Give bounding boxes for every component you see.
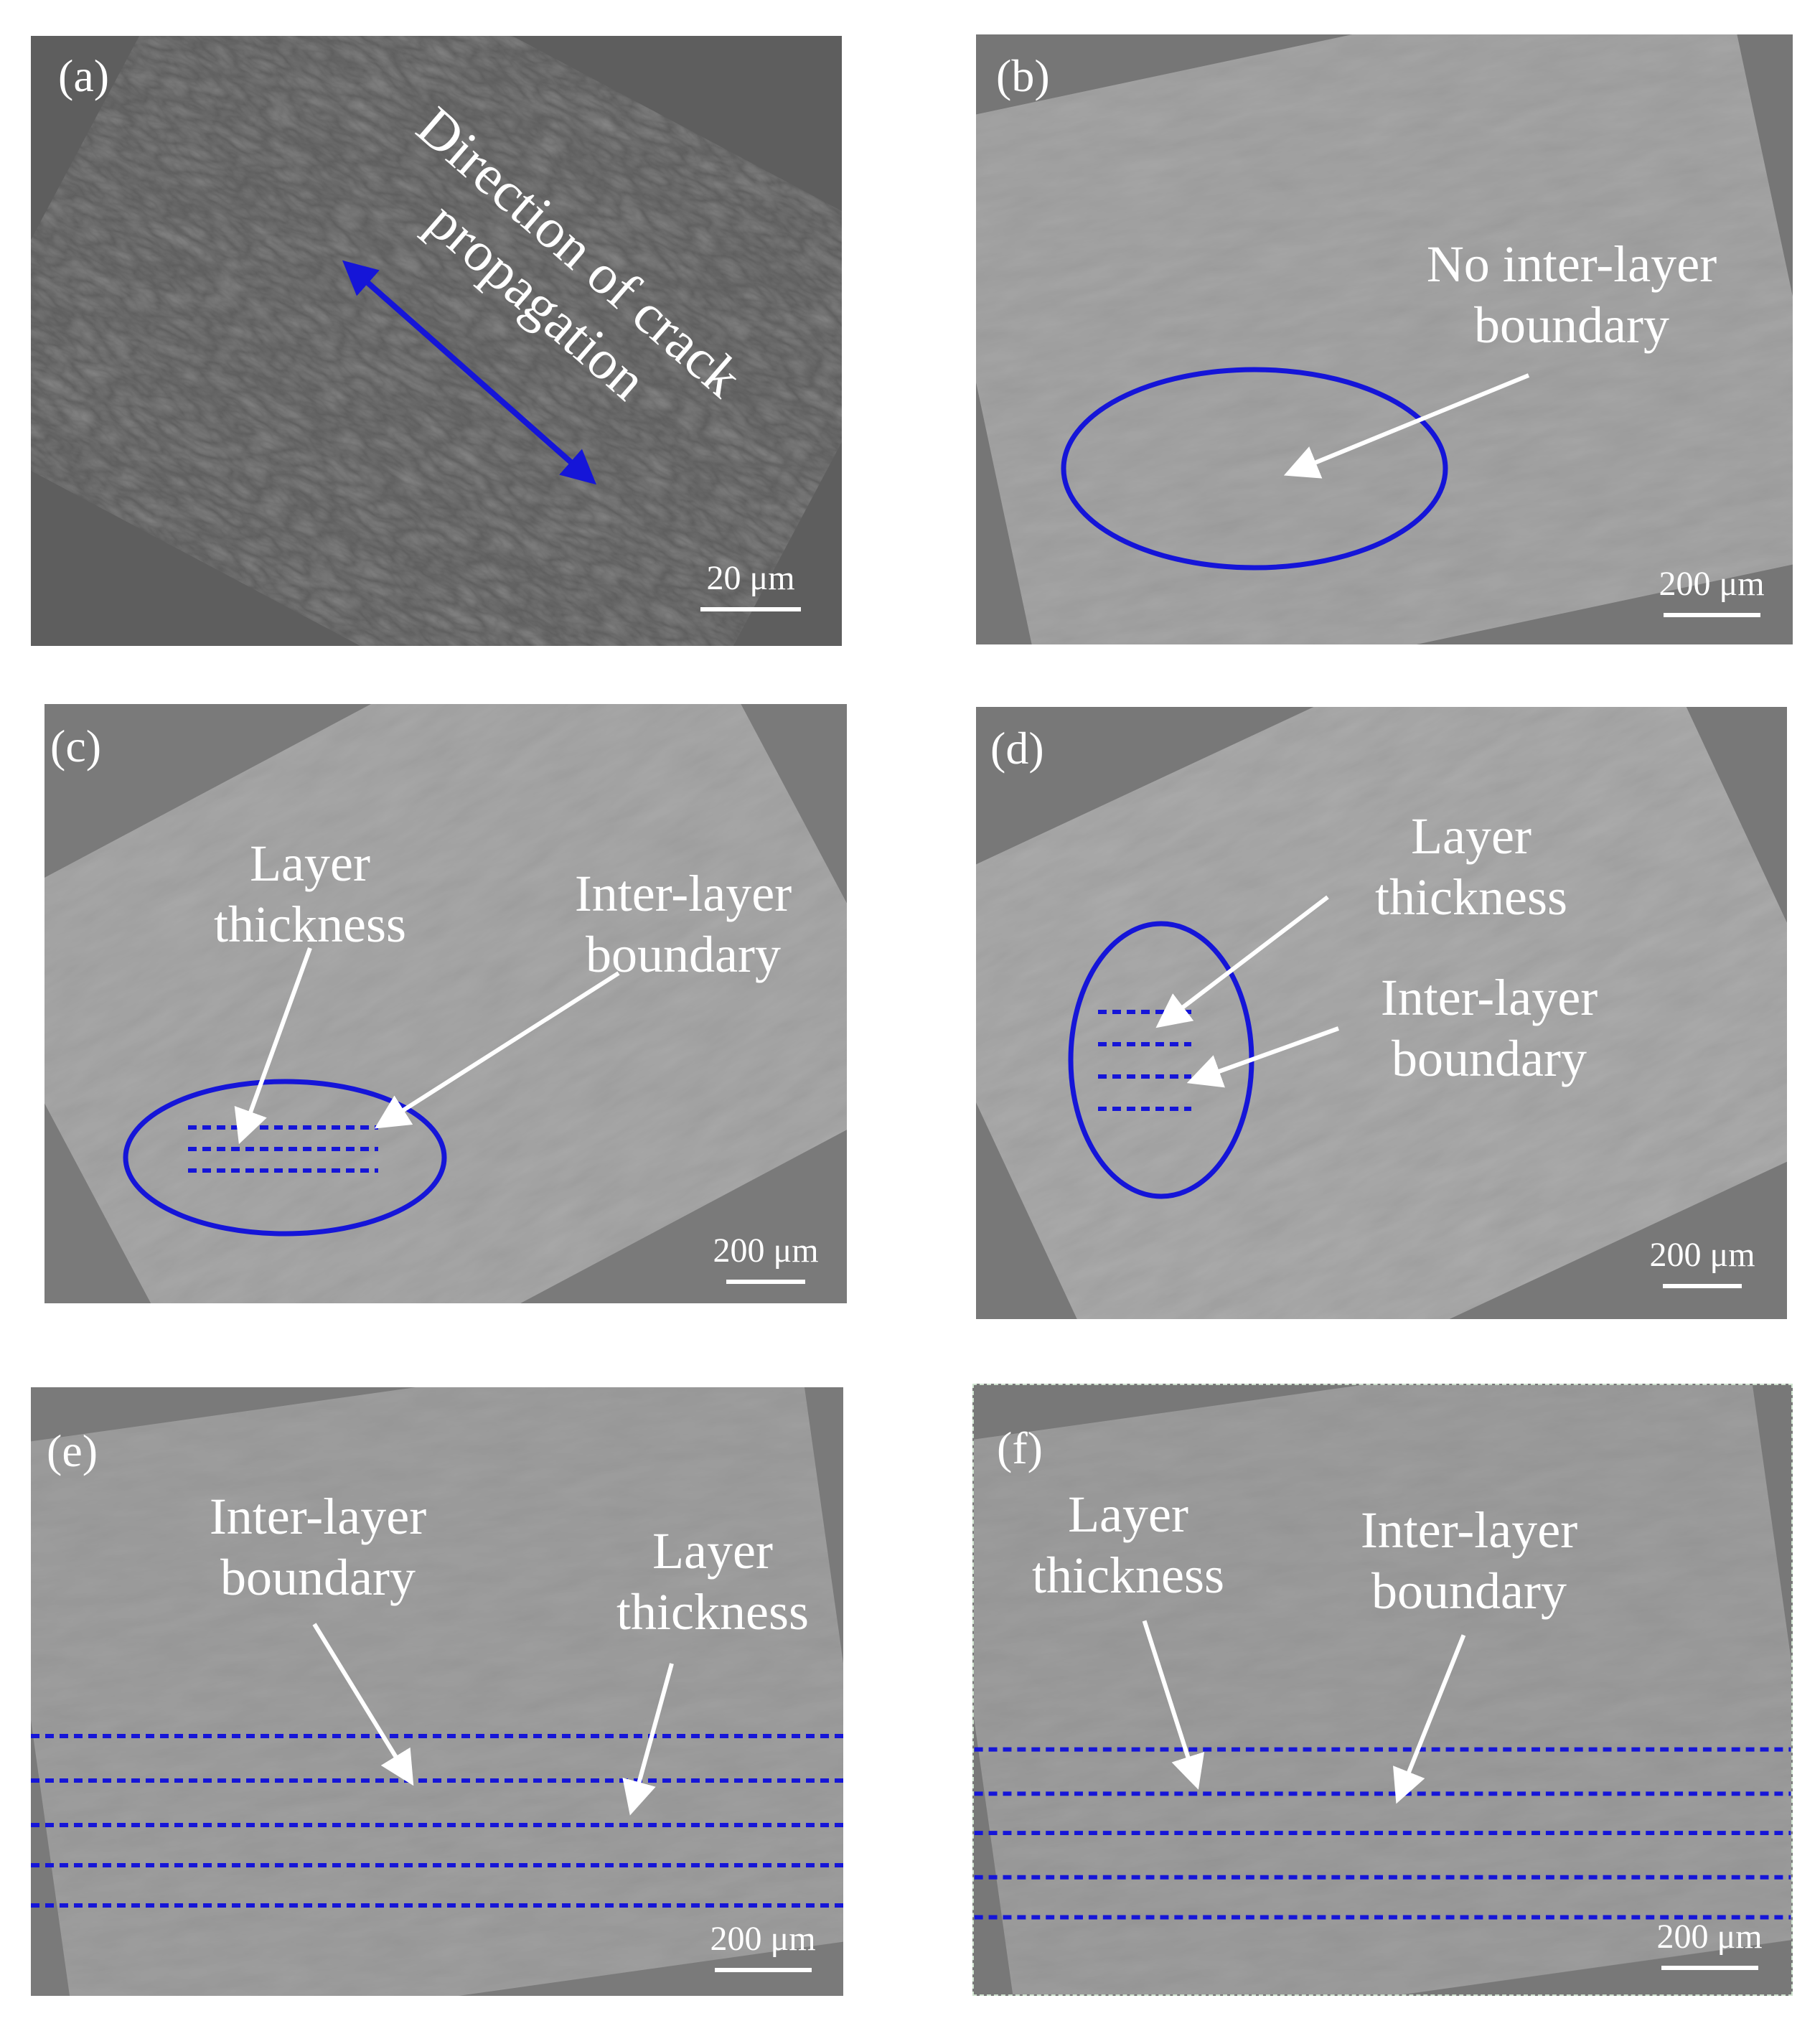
layer-thickness-annotation: Layer thickness — [174, 833, 446, 955]
annotation-line: Layer — [1411, 807, 1531, 865]
boundary-annotation: Inter-layer boundary — [1304, 1500, 1634, 1622]
annotation-line: boundary — [220, 1548, 416, 1606]
panel-label: (a) — [58, 50, 110, 101]
sem-image-f — [974, 1385, 1791, 1994]
annotation-line: thickness — [616, 1582, 809, 1641]
annotation-line: Layer — [652, 1522, 773, 1580]
panel-a: (a) Direction of crack propagation 20 μm — [31, 36, 842, 646]
boundary-arrow — [312, 1623, 414, 1786]
boundary-annotation: Inter-layer boundary — [1338, 967, 1640, 1089]
crack-direction-arrow — [342, 260, 596, 485]
scale-bar-line — [1661, 1966, 1758, 1970]
annotation-line: Inter-layer — [209, 1488, 427, 1545]
annotation-line: boundary — [586, 925, 781, 983]
no-boundary-annotation: No inter-layer boundary — [1371, 234, 1773, 356]
annotation-line: Layer — [1068, 1486, 1188, 1543]
scale-bar-label: 200 μm — [713, 1232, 819, 1270]
sem-image-d — [976, 707, 1787, 1319]
panel-c: (c) Layer thickness Inter-layer boundary… — [44, 704, 847, 1303]
scale-bar-line — [726, 1280, 805, 1284]
annotation-line: Inter-layer — [574, 865, 792, 922]
boundary-arrow — [374, 971, 620, 1129]
panel-label: (f) — [997, 1422, 1043, 1473]
scale-bar: 200 μm — [1640, 567, 1783, 617]
layer-lines — [1098, 1010, 1191, 1111]
annotation-line: Layer — [250, 835, 370, 892]
sem-image-b — [976, 34, 1793, 644]
panel-d: (d) Layer thickness Inter-layer boundary… — [976, 707, 1787, 1319]
annotation-line: Inter-layer — [1380, 969, 1598, 1026]
scale-bar: 20 μm — [690, 561, 812, 611]
annotation-line: thickness — [1375, 868, 1567, 926]
scale-bar: 200 μm — [1631, 1238, 1774, 1288]
layer-thickness-annotation: Layer thickness — [1335, 806, 1608, 928]
scale-bar: 200 μm — [694, 1234, 838, 1284]
layer-lines — [974, 1747, 1791, 1920]
layer-thickness-annotation: Layer thickness — [992, 1484, 1265, 1606]
panel-label: (d) — [990, 723, 1044, 774]
layer-thickness-arrow — [234, 947, 312, 1145]
scale-bar-label: 20 μm — [706, 559, 795, 597]
layer-thickness-arrow — [1155, 895, 1329, 1028]
highlight-ellipse — [1061, 367, 1448, 571]
panel-label: (b) — [996, 50, 1050, 101]
annotation-line: Inter-layer — [1360, 1501, 1578, 1559]
annotation-line: boundary — [1392, 1029, 1587, 1087]
annotation-line: No inter-layer — [1426, 235, 1717, 293]
panel-label: (e) — [47, 1425, 98, 1476]
sem-image-c — [44, 704, 847, 1303]
pointer-arrow — [1283, 373, 1530, 479]
highlight-ellipse — [123, 1079, 447, 1237]
scale-bar-line — [700, 607, 801, 611]
annotation-line: boundary — [1371, 1562, 1567, 1620]
sem-image-e — [31, 1387, 843, 1996]
scale-bar-line — [714, 1968, 812, 1972]
highlight-ellipse — [1068, 921, 1254, 1199]
boundary-annotation: Inter-layer boundary — [518, 863, 847, 985]
scale-bar-label: 200 μm — [1656, 1918, 1763, 1956]
scale-bar-label: 200 μm — [1649, 1236, 1755, 1274]
layer-thickness-arrow — [1142, 1620, 1205, 1790]
panel-label: (c) — [50, 721, 102, 772]
scale-bar: 200 μm — [691, 1922, 835, 1972]
scale-bar-line — [1663, 1284, 1742, 1288]
layer-thickness-annotation: Layer thickness — [576, 1521, 843, 1643]
panel-e: (e) Inter-layer boundary Layer thickness… — [31, 1387, 843, 1996]
scale-bar-label: 200 μm — [710, 1920, 816, 1958]
annotation-line: boundary — [1474, 296, 1669, 354]
boundary-arrow — [1393, 1634, 1466, 1804]
scale-bar-label: 200 μm — [1659, 565, 1765, 603]
scale-bar: 200 μm — [1638, 1920, 1781, 1970]
layer-lines — [31, 1734, 843, 1908]
annotation-line: thickness — [1032, 1546, 1224, 1604]
boundary-arrow — [1186, 1026, 1340, 1088]
boundary-annotation: Inter-layer boundary — [153, 1486, 483, 1608]
annotation-line: thickness — [214, 895, 406, 953]
scale-bar-line — [1663, 613, 1760, 617]
panel-f: (f) Layer thickness Inter-layer boundary… — [972, 1384, 1793, 1996]
layer-lines — [188, 1125, 378, 1173]
panel-b: (b) No inter-layer boundary 200 μm — [976, 34, 1793, 644]
layer-thickness-arrow — [622, 1663, 674, 1816]
